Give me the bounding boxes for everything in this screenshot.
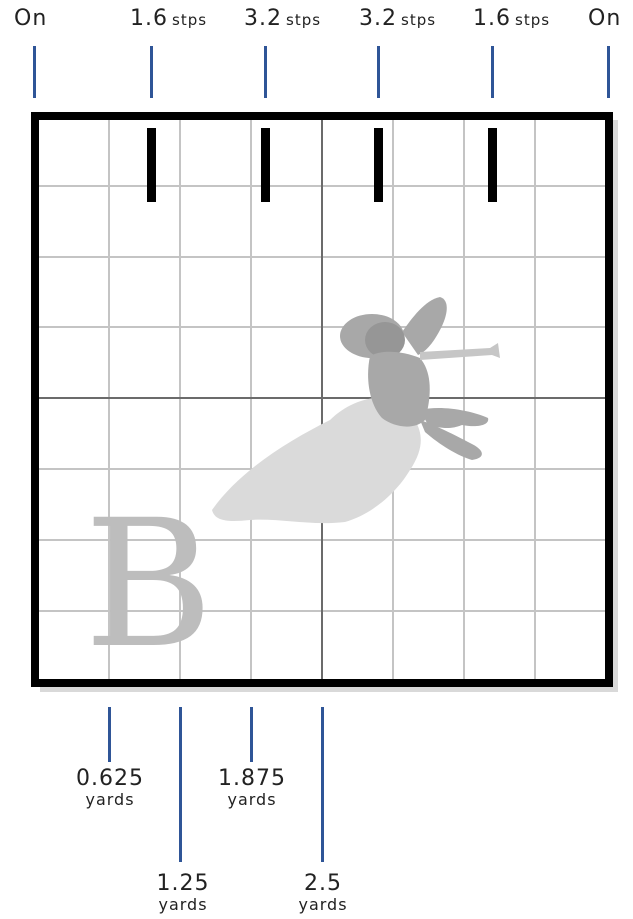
- bottom-label-125: 1.25 yards: [123, 873, 243, 913]
- bottom-label-25: 2.5 yards: [263, 873, 383, 913]
- bottom-label-value: 1.875: [192, 768, 312, 790]
- bottom-label-value: 1.25: [123, 873, 243, 895]
- grid-letter: B: [84, 482, 213, 687]
- bottom-label-unit: yards: [123, 897, 243, 913]
- step-marker: [374, 128, 383, 202]
- bottom-tick: [250, 707, 253, 762]
- bottom-label-unit: yards: [263, 897, 383, 913]
- step-marker: [147, 128, 156, 202]
- step-marker: [261, 128, 270, 202]
- bottom-tick: [321, 707, 324, 862]
- bottom-label-unit: yards: [50, 792, 170, 808]
- bottom-tick: [179, 707, 182, 862]
- bottom-label-0625: 0.625 yards: [50, 768, 170, 808]
- step-marker: [488, 128, 497, 202]
- bottom-label-value: 0.625: [50, 768, 170, 790]
- bottom-label-value: 2.5: [263, 873, 383, 895]
- bottom-label-unit: yards: [192, 792, 312, 808]
- bottom-tick: [108, 707, 111, 762]
- bottom-label-1875: 1.875 yards: [192, 768, 312, 808]
